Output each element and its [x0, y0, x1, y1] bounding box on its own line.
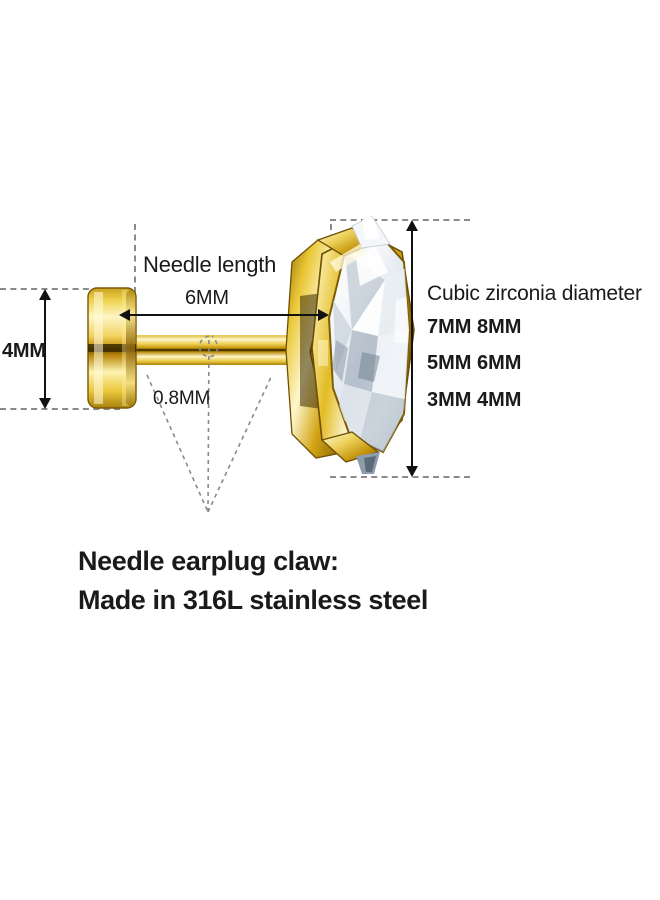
extension-line-gem-bottom — [330, 476, 470, 478]
gauge-leader-lines — [146, 335, 273, 513]
extension-line-backing-top — [0, 288, 120, 290]
dimension-arrow-4mm-line — [44, 297, 46, 399]
backing-diameter-value: 4MM — [2, 340, 46, 362]
dimension-arrow-cz-head-top — [406, 220, 418, 231]
extension-line-backing-bottom — [0, 408, 120, 410]
cubic-zirconia-sizes-row-2: 5MM 6MM — [427, 352, 522, 374]
dimension-arrow-6mm-head-left — [119, 309, 130, 321]
dimension-arrow-4mm-head-top — [39, 289, 51, 300]
gem-head — [285, 215, 415, 474]
needle-length-value: 6MM — [185, 287, 229, 309]
cubic-zirconia-title: Cubic zirconia diameter — [427, 282, 642, 305]
dimension-arrow-6mm-head-right — [318, 309, 329, 321]
caption-line-1: Needle earplug claw: — [78, 546, 339, 576]
cubic-zirconia-sizes-row-3: 3MM 4MM — [427, 389, 522, 411]
dimension-arrow-6mm-line — [126, 314, 326, 316]
extension-line-needle-start — [134, 224, 136, 314]
dimension-arrow-cz-head-bottom — [406, 466, 418, 477]
cubic-zirconia-sizes-row-1: 7MM 8MM — [427, 316, 522, 338]
dimension-arrow-cz-line — [411, 229, 413, 467]
dimension-arrow-4mm-head-bottom — [39, 398, 51, 409]
backing-disc — [87, 287, 137, 409]
extension-line-gem-top — [330, 219, 470, 221]
caption-line-2: Made in 316L stainless steel — [78, 585, 428, 615]
needle-gauge-value: 0.8MM — [153, 388, 211, 409]
needle-length-title: Needle length — [143, 252, 277, 277]
